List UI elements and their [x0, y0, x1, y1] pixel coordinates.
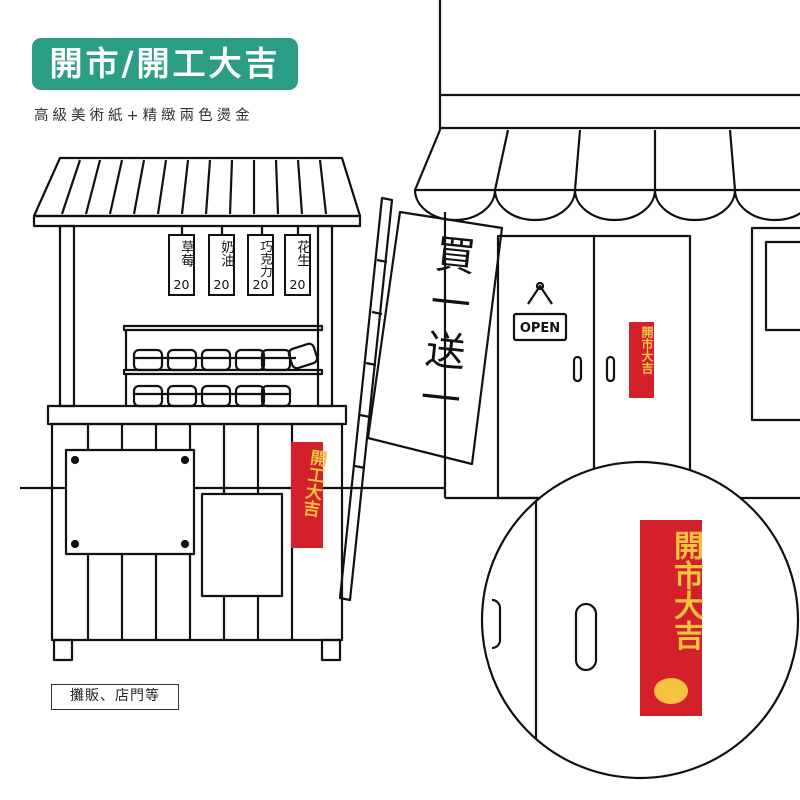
flag-char: 一	[418, 374, 463, 425]
flag-char: 送	[423, 326, 468, 377]
tag-price: 20	[213, 277, 230, 292]
stall-tag: 草莓 20	[168, 234, 195, 296]
card-text: 開工大吉	[298, 447, 328, 518]
tag-name: 巧克力	[258, 240, 273, 278]
tag-name: 奶油	[218, 240, 234, 267]
flag-char: 一	[428, 279, 473, 330]
lucky-bag-icon	[654, 678, 688, 704]
title-badge: 開市/開工大吉	[32, 38, 298, 90]
stall-tag: 奶油 20	[208, 234, 235, 296]
caption-label: 攤販、店門等	[51, 684, 179, 710]
subtitle: 高級美術紙+精緻兩色燙金	[34, 108, 254, 124]
storefront	[413, 0, 800, 500]
card-text: 開市大吉	[668, 530, 703, 650]
stall	[32, 156, 362, 662]
flag-char: 買	[433, 231, 478, 282]
stall-red-card: 開工大吉	[291, 442, 328, 548]
card-text: 開市大吉	[640, 326, 654, 374]
tag-price: 20	[289, 277, 306, 292]
tag-name: 花生	[294, 240, 310, 267]
door-open-sign: OPEN	[519, 321, 561, 336]
tag-price: 20	[252, 277, 269, 292]
zoom-red-card: 開市大吉	[640, 520, 703, 716]
flag	[338, 196, 504, 602]
stall-tag: 巧克力 20	[247, 234, 274, 296]
tag-price: 20	[173, 277, 190, 292]
stall-tag: 花生 20	[284, 234, 311, 296]
tag-name: 草莓	[178, 240, 194, 267]
door-red-card: 開市大吉	[629, 322, 654, 398]
